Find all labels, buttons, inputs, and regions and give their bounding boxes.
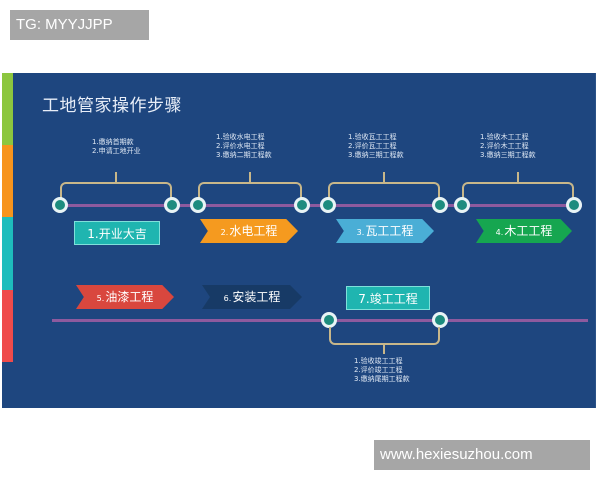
stage-6-arrow[interactable]: 6.安装工程 bbox=[202, 285, 302, 309]
slide-title: 工地管家操作步骤 bbox=[42, 96, 182, 116]
node-7b[interactable] bbox=[432, 312, 448, 328]
stage-5-arrow[interactable]: 5.油漆工程 bbox=[76, 285, 174, 309]
stage-3-arrow[interactable]: 3.瓦工工程 bbox=[336, 219, 434, 243]
bracket-tip-1 bbox=[115, 172, 117, 182]
node-2a[interactable] bbox=[190, 197, 206, 213]
bracket-tip-4 bbox=[517, 172, 519, 182]
side-tab-red bbox=[2, 290, 13, 362]
bracket-stage-7 bbox=[329, 327, 440, 345]
side-tab-orange bbox=[2, 145, 13, 217]
note-stage-7: 1.验收竣工工程 2.评价竣工工程 3.缴纳尾期工程款 bbox=[354, 357, 410, 383]
note-stage-2: 1.验收水电工程 2.评价水电工程 3.缴纳二期工程款 bbox=[216, 133, 272, 159]
node-4a[interactable] bbox=[454, 197, 470, 213]
node-3a[interactable] bbox=[320, 197, 336, 213]
node-1a[interactable] bbox=[52, 197, 68, 213]
bracket-tip-3 bbox=[383, 172, 385, 182]
side-tab-green bbox=[2, 73, 13, 145]
note-stage-4: 1.验收木工工程 2.评价木工工程 3.缴纳三期工程款 bbox=[480, 133, 536, 159]
watermark-bottom: www.hexiesuzhou.com bbox=[374, 440, 590, 470]
bracket-stage-2 bbox=[198, 182, 302, 204]
node-7a[interactable] bbox=[321, 312, 337, 328]
node-1b[interactable] bbox=[164, 197, 180, 213]
bracket-tip-7 bbox=[383, 344, 385, 354]
bracket-stage-4 bbox=[462, 182, 574, 204]
stage-2-arrow[interactable]: 2.水电工程 bbox=[200, 219, 298, 243]
bracket-stage-1 bbox=[60, 182, 172, 204]
slide: 工地管家操作步骤 1.缴纳首期款 2.申请工地开业 1.开业大吉 1.验收水电工… bbox=[2, 73, 596, 408]
node-2b[interactable] bbox=[294, 197, 310, 213]
stage-7-box[interactable]: 7.竣工工程 bbox=[346, 286, 430, 310]
timeline-row-1 bbox=[52, 204, 582, 207]
side-tab-teal bbox=[2, 217, 13, 290]
node-4b[interactable] bbox=[566, 197, 582, 213]
note-stage-1: 1.缴纳首期款 2.申请工地开业 bbox=[92, 138, 141, 155]
timeline-row-2 bbox=[52, 319, 588, 322]
watermark-top: TG: MYYJJPP bbox=[10, 10, 149, 40]
stage-1-box[interactable]: 1.开业大吉 bbox=[74, 221, 160, 245]
stage-4-arrow[interactable]: 4.木工工程 bbox=[476, 219, 572, 243]
node-3b[interactable] bbox=[432, 197, 448, 213]
bracket-stage-3 bbox=[328, 182, 440, 204]
note-stage-3: 1.验收瓦工工程 2.评价瓦工工程 3.缴纳三期工程款 bbox=[348, 133, 404, 159]
bracket-tip-2 bbox=[249, 172, 251, 182]
